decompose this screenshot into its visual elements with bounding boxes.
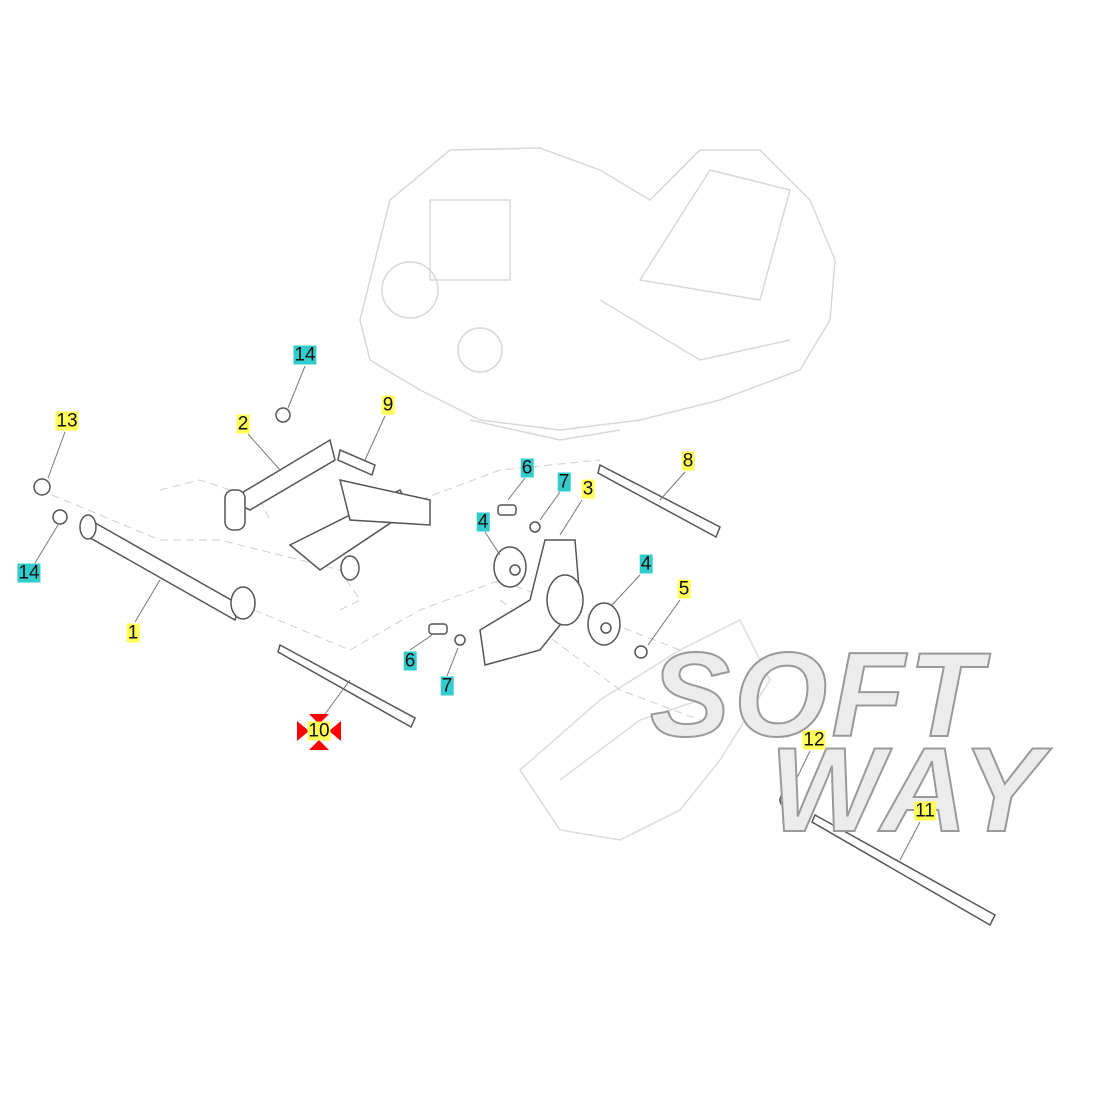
- callout-14[interactable]: 14: [17, 562, 41, 584]
- callout-12[interactable]: 12: [802, 729, 826, 751]
- callout-10-selected[interactable]: 10: [307, 720, 331, 742]
- callout-5[interactable]: 5: [677, 578, 691, 600]
- part-11-bolt: [811, 813, 996, 927]
- callout-11[interactable]: 11: [914, 800, 936, 822]
- callout-14[interactable]: 14: [293, 344, 317, 366]
- part-5-circlip: [634, 645, 648, 659]
- callout-8[interactable]: 8: [681, 450, 695, 472]
- part-14-bushing-a: [52, 509, 68, 525]
- part-2-swing-arm: [224, 438, 431, 581]
- callout-3[interactable]: 3: [581, 478, 595, 500]
- callout-7[interactable]: 7: [440, 675, 454, 697]
- callout-4[interactable]: 4: [476, 511, 490, 533]
- part-9-pin: [337, 448, 376, 477]
- part-6-screw-a: [497, 504, 517, 516]
- callout-7[interactable]: 7: [557, 471, 571, 493]
- part-4-bushing-b: [587, 602, 621, 646]
- callout-13[interactable]: 13: [55, 410, 79, 432]
- part-4-bushing-a: [493, 546, 527, 588]
- part-7-washer-b: [454, 634, 466, 646]
- frame-outline: [519, 618, 771, 841]
- part-8-bolt: [597, 463, 721, 539]
- part-7-washer-a: [529, 521, 541, 533]
- part-13-nut: [33, 478, 51, 496]
- callout-9[interactable]: 9: [381, 394, 395, 416]
- engine-outline: [359, 147, 836, 441]
- leader-lines: [34, 365, 921, 861]
- part-6-screw-b: [428, 623, 448, 635]
- part-14-bushing-b: [275, 407, 291, 423]
- selection-marker-icon: [297, 714, 341, 750]
- part-1-spindle: [79, 514, 256, 622]
- callout-4[interactable]: 4: [639, 553, 653, 575]
- callout-2[interactable]: 2: [236, 413, 250, 435]
- callout-6[interactable]: 6: [403, 650, 417, 672]
- parts: [33, 407, 996, 927]
- callout-1[interactable]: 1: [126, 622, 140, 644]
- callout-6[interactable]: 6: [520, 457, 534, 479]
- part-10-bolt: [277, 643, 416, 729]
- part-3-bracket: [479, 539, 584, 666]
- part-12-washer: [779, 792, 795, 808]
